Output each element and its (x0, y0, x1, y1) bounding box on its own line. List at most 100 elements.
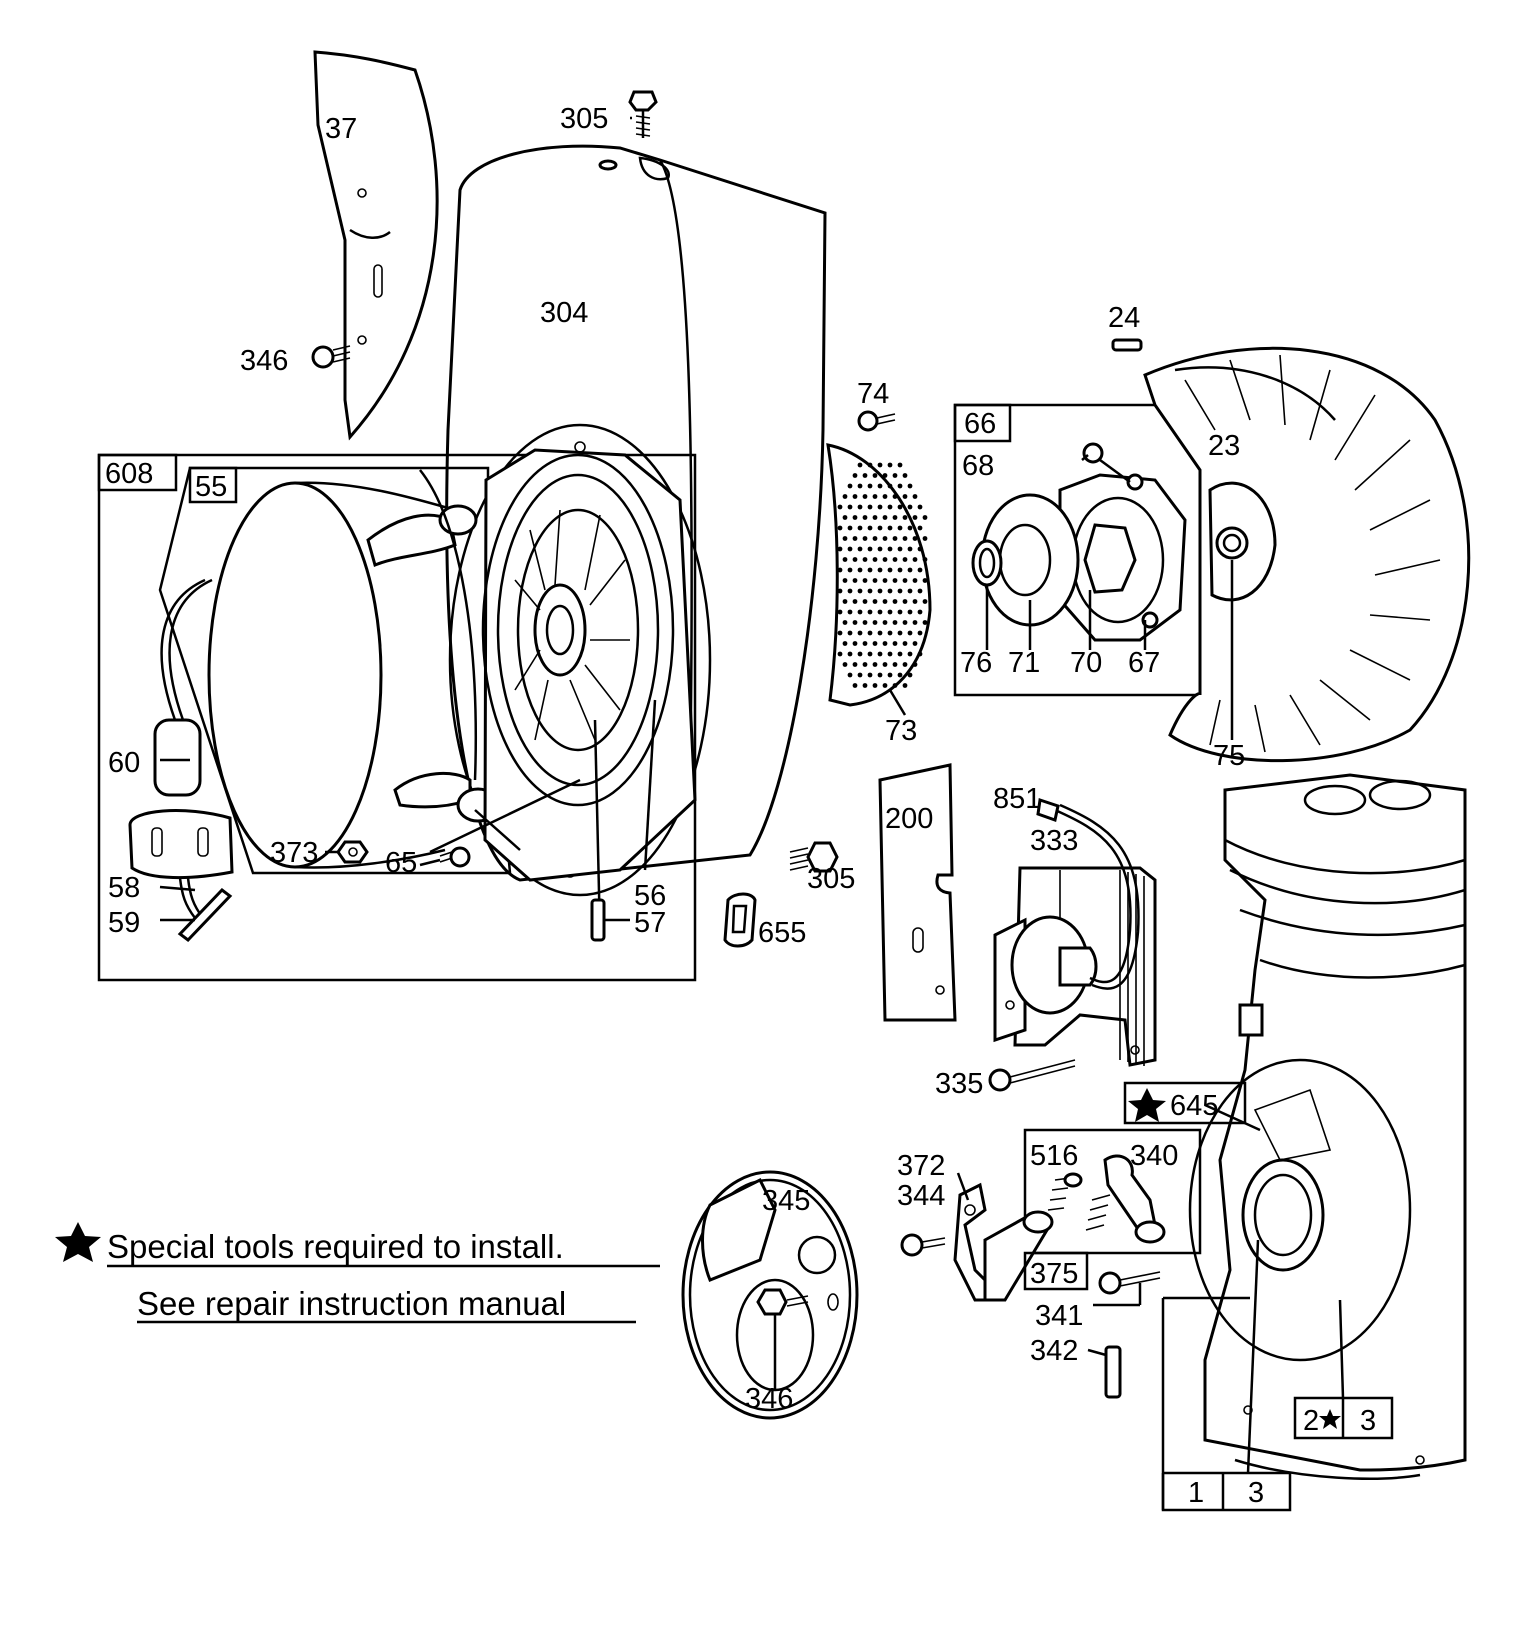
cylinder-block (1188, 773, 1467, 1480)
screen-perforation (882, 599, 888, 604)
armature-part-333 (993, 866, 1157, 1067)
label-24: 24 (1108, 302, 1140, 334)
screen-perforation (852, 662, 858, 667)
screen-perforation (882, 494, 888, 499)
screen-perforation (867, 567, 873, 573)
screen-perforation (877, 462, 883, 468)
screen-perforation (872, 473, 878, 478)
screen-perforation (872, 683, 878, 688)
screen-perforation (857, 651, 863, 657)
note-line-2: See repair instruction manual (137, 1285, 566, 1322)
screen-perforation (897, 588, 903, 594)
screen-perforation (877, 525, 883, 531)
screen-perforation (887, 651, 893, 657)
label-59: 59 (108, 907, 140, 939)
label-851: 851 (993, 783, 1041, 815)
label-68: 68 (962, 450, 994, 482)
label-3-box: 3 (1360, 1405, 1376, 1437)
screen-perforation (847, 630, 853, 636)
label-76: 76 (960, 647, 992, 679)
screen-perforation (847, 672, 853, 678)
pin-part-342 (1104, 1345, 1122, 1399)
screen-perforation (872, 494, 878, 499)
screen-perforation (837, 609, 843, 615)
screen-perforation (907, 651, 913, 657)
screen-perforation (877, 567, 883, 573)
screen-perforation (857, 567, 863, 573)
screen-perforation (912, 578, 918, 583)
screen-perforation (912, 641, 918, 646)
screen-perforation (887, 567, 893, 573)
screen-perforation (897, 651, 903, 657)
screw-part-335 (988, 1059, 1076, 1092)
screen-perforation (917, 504, 923, 510)
screen-perforation (852, 536, 858, 541)
screen-perforation (917, 525, 923, 531)
screen-perforation (897, 609, 903, 615)
label-23: 23 (1208, 430, 1240, 462)
screen-perforation (837, 504, 843, 510)
screen-perforation (887, 630, 893, 636)
screen-perforation (862, 683, 868, 688)
screen-perforation (862, 536, 868, 541)
screen-perforation (912, 599, 918, 604)
screen-perforation (842, 641, 848, 646)
screen-perforation (847, 546, 853, 552)
label-58: 58 (108, 872, 140, 904)
screen-perforation (877, 630, 883, 636)
screen-perforation (892, 515, 898, 520)
screen-perforation (842, 662, 848, 667)
screen-perforation (857, 525, 863, 531)
screen-perforation (902, 536, 908, 541)
screen-perforation (892, 599, 898, 604)
screen-perforation (847, 504, 853, 510)
screw-part-344 (900, 1233, 946, 1257)
screen-perforation (897, 672, 903, 678)
screen-perforation (882, 515, 888, 520)
screen-perforation (847, 609, 853, 615)
screen-perforation (847, 588, 853, 594)
star-icon-note (55, 1222, 101, 1262)
screen-perforation (872, 620, 878, 625)
baffle-part-200 (878, 763, 957, 1022)
label-box-55 (188, 466, 238, 504)
screen-perforation (877, 483, 883, 489)
screen-perforation (862, 557, 868, 562)
note-line-1: Special tools required to install. (107, 1228, 564, 1265)
label-346-bottom: 346 (745, 1383, 793, 1415)
screen-perforation (902, 641, 908, 646)
screen-perforation (902, 515, 908, 520)
label-71: 71 (1008, 647, 1040, 679)
screen-perforation (922, 578, 928, 583)
screen-perforation (837, 567, 843, 573)
screen-perforation (867, 546, 873, 552)
screen-perforation (867, 525, 873, 531)
screen-perforation (872, 641, 878, 646)
screen-perforation (877, 504, 883, 510)
screen-perforation (867, 672, 873, 678)
screen-perforation (912, 662, 918, 667)
screen-perforation (897, 525, 903, 531)
label-200: 200 (885, 803, 933, 835)
ignition-wire-part-851 (1036, 798, 1140, 990)
flywheel-part-23 (1143, 346, 1471, 763)
screen-perforation (907, 567, 913, 573)
screen-perforation (852, 683, 858, 688)
screen-perforation (867, 483, 873, 489)
label-70: 70 (1070, 647, 1102, 679)
part-labels: 37 305 304 346 24 74 66 68 23 608 55 76 … (105, 103, 1376, 1509)
screen-perforation (897, 483, 903, 489)
special-tools-note: Special tools required to install. See r… (55, 1222, 660, 1324)
screen-perforation (902, 578, 908, 583)
baffle-part-37 (313, 50, 439, 441)
screen-perforation (872, 515, 878, 520)
screen-perforation (837, 630, 843, 636)
screen-perforation (857, 462, 863, 468)
screen-perforation (922, 536, 928, 541)
label-74: 74 (857, 378, 889, 410)
screen-perforation (887, 672, 893, 678)
screen-perforation (917, 588, 923, 594)
label-75: 75 (1213, 740, 1245, 772)
screen-perforation (852, 515, 858, 520)
screen-perforation (862, 494, 868, 499)
